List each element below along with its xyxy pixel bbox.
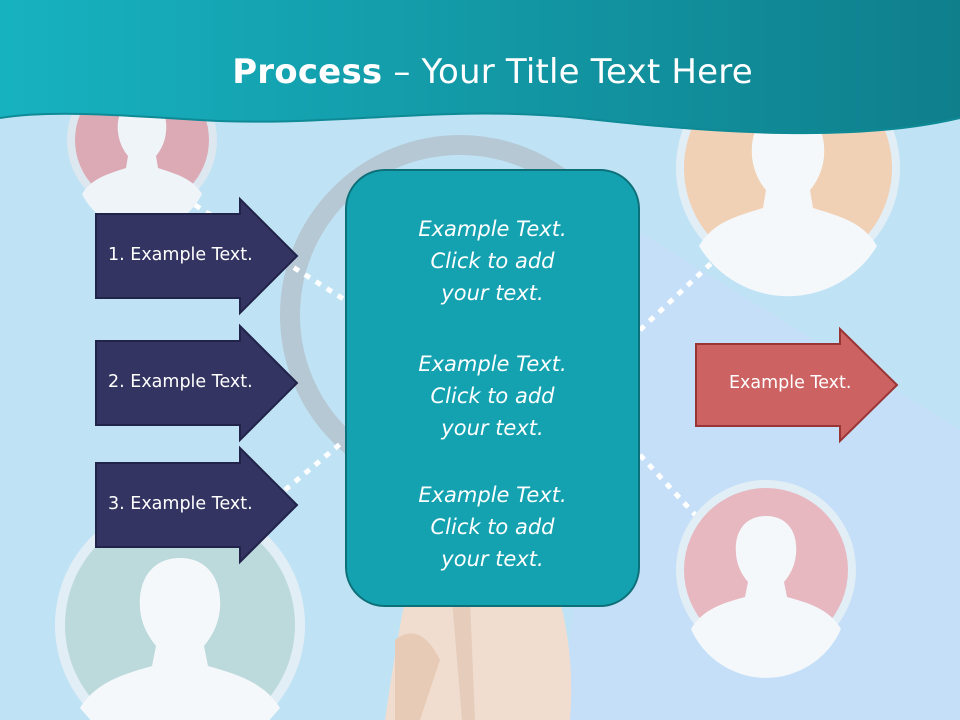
left-arrow-shape-2	[95, 323, 299, 443]
right-arrow-label[interactable]: Example Text.	[729, 373, 852, 393]
title-rest: – Your Title Text Here	[382, 52, 753, 92]
center-block-3: Example Text. Click to add your text.	[347, 479, 638, 575]
arrow-label-1[interactable]: 1. Example Text.	[108, 245, 253, 265]
right-arrow-shape	[695, 326, 899, 444]
left-arrow-shape-1	[95, 196, 299, 316]
center-block-2: Example Text. Click to add your text.	[347, 348, 638, 444]
center-block-line: Click to add	[430, 384, 555, 408]
center-block-line: Click to add	[430, 249, 555, 273]
center-block-line: your text.	[441, 547, 544, 571]
center-text-box[interactable]: Example Text. Click to add your text. Ex…	[345, 169, 640, 607]
person-avatar-icon	[676, 480, 856, 678]
center-block-line: Example Text.	[418, 217, 567, 241]
center-block-1: Example Text. Click to add your text.	[347, 213, 638, 309]
left-arrow-shape-3	[95, 445, 299, 565]
center-block-line: Example Text.	[418, 483, 567, 507]
center-block-line: your text.	[441, 416, 544, 440]
arrow-label-2[interactable]: 2. Example Text.	[108, 372, 253, 392]
arrow-label-3[interactable]: 3. Example Text.	[108, 494, 253, 514]
title-bold: Process	[232, 52, 383, 92]
center-block-line: Example Text.	[418, 352, 567, 376]
center-block-line: your text.	[441, 281, 544, 305]
center-block-line: Click to add	[430, 515, 555, 539]
page-title: Process – Your Title Text Here	[0, 52, 960, 92]
